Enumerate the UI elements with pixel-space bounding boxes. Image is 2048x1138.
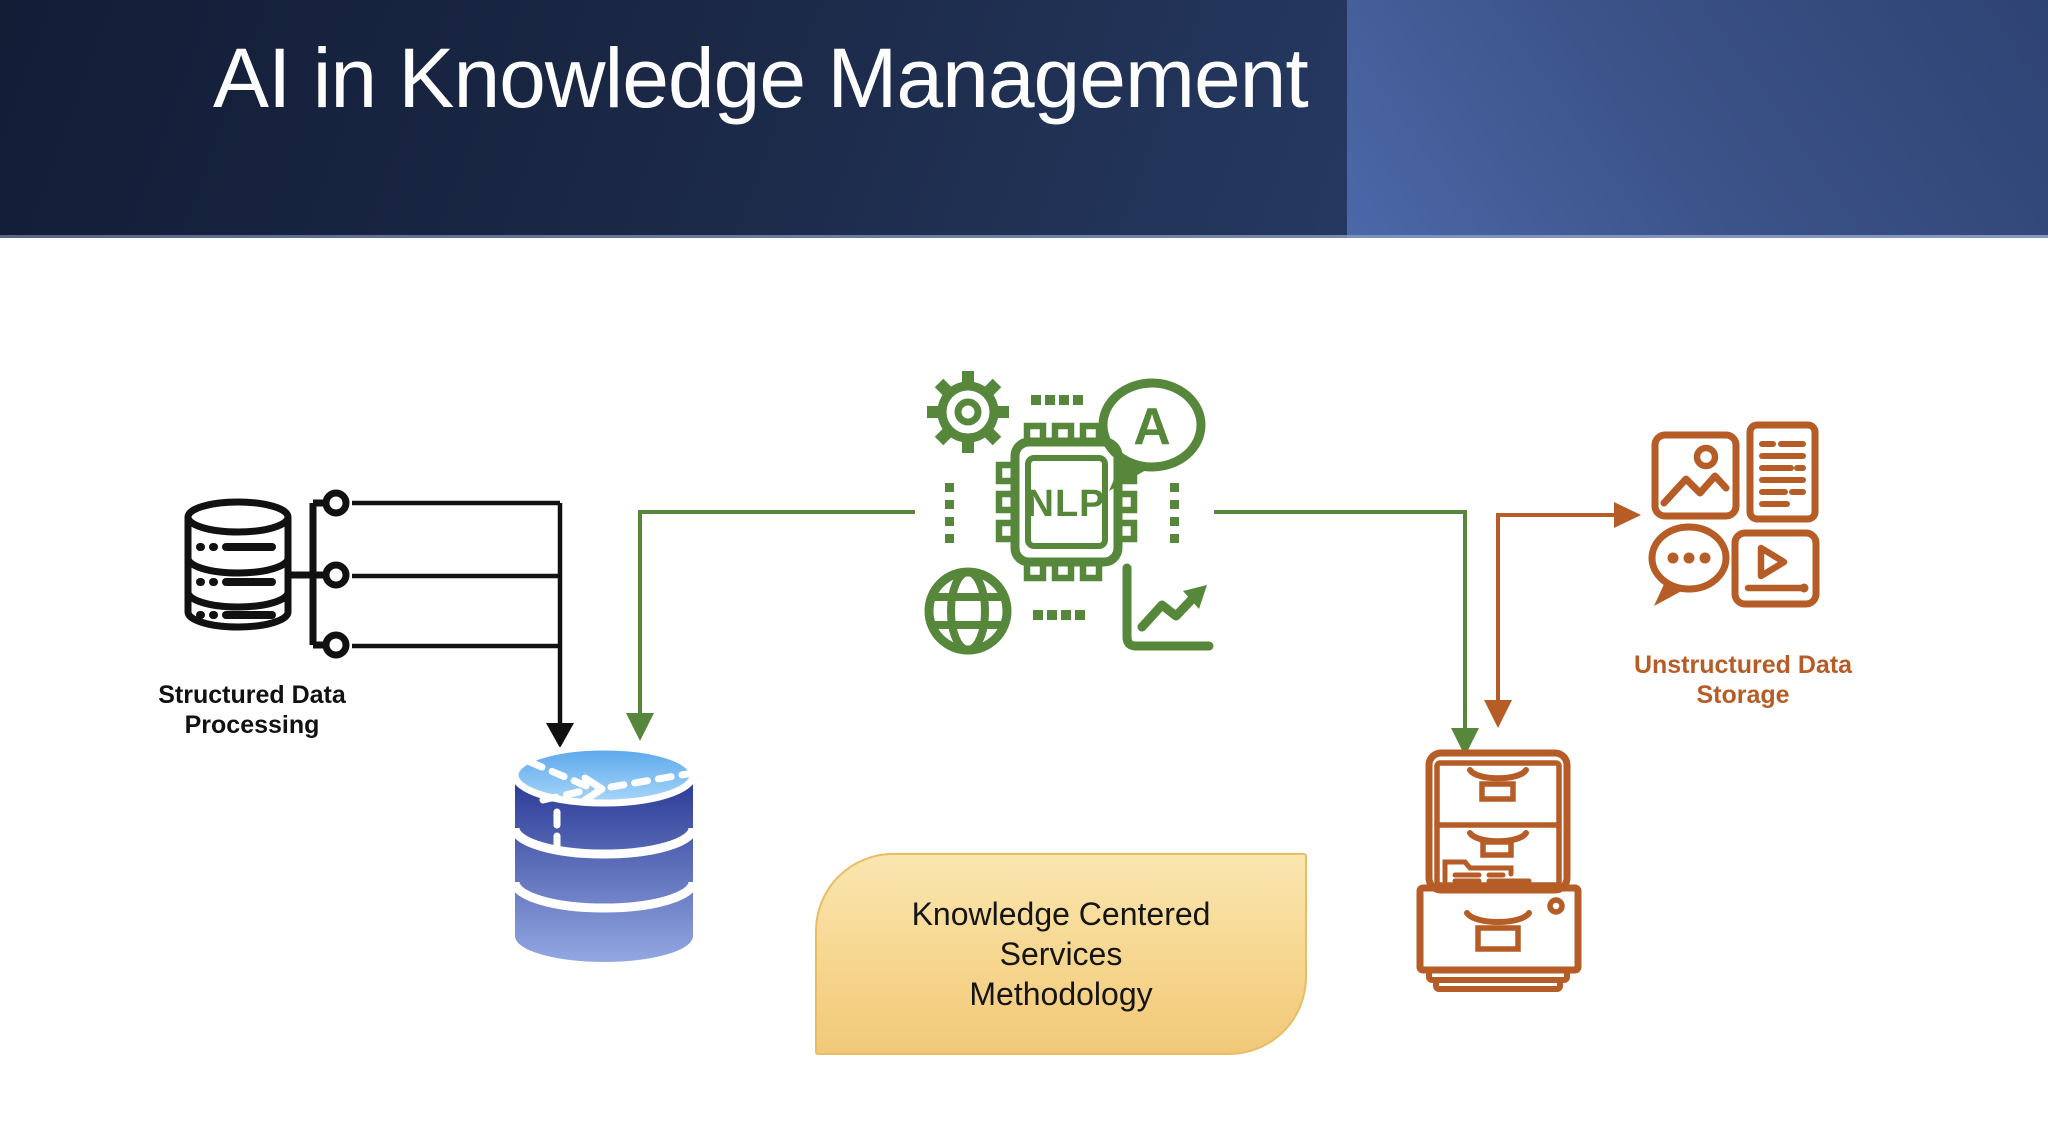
kcs-methodology-box: Knowledge Centered Services Methodology: [815, 853, 1307, 1055]
structured-data-label: Structured Data Processing: [133, 680, 371, 740]
arrowhead-down-icon: [1484, 700, 1512, 728]
cabinet-top-unit: [1425, 749, 1571, 894]
chat-bubble-icon: [1648, 523, 1730, 606]
file-cabinet-icon: [1416, 749, 1582, 992]
circuit-dots-bottom: [1033, 610, 1085, 620]
globe-icon: [924, 567, 1012, 655]
green-elbow-line: [1214, 510, 1467, 730]
cylinder-top: [511, 743, 697, 807]
arrowhead-down-icon: [626, 713, 654, 741]
database-detail-lines: [196, 543, 276, 619]
arrowhead-down-icon: [1451, 728, 1479, 756]
node-circle: [322, 561, 350, 589]
chip-label: NLP: [1027, 483, 1106, 525]
gear-icon: [927, 371, 1009, 453]
arrowhead-right-icon: [1614, 502, 1641, 528]
kcs-line: Knowledge Centered: [911, 896, 1211, 932]
unstructured-data-label: Unstructured Data Storage: [1625, 650, 1861, 710]
cabinet-base: [1426, 967, 1570, 992]
chip-pins: [995, 422, 1138, 582]
slide-title: AI in Knowledge Management: [213, 31, 1309, 125]
nlp-chip-icon: NLP: [995, 422, 1138, 582]
kcs-line: Methodology: [969, 976, 1153, 1012]
cylinder-band-gaps: [510, 827, 698, 913]
circuit-dots-right: [1170, 483, 1179, 543]
circuit-dots-left: [945, 483, 954, 543]
connector-bracket: [288, 489, 350, 659]
unstructured-data-icons: [1648, 421, 1820, 608]
image-icon: [1651, 431, 1740, 520]
green-elbow-line: [638, 510, 915, 715]
document-icon: [1746, 421, 1819, 523]
black-elbow-lines: [352, 500, 563, 725]
banner-accent-panel: [1347, 0, 2048, 238]
knowledge-database-icon: [510, 743, 698, 962]
circuit-dots-top: [1031, 395, 1083, 405]
bubble-letter: A: [1133, 398, 1171, 456]
connector-file-cabinet-to-unstructured: [1484, 502, 1641, 728]
database-cylinder: [184, 498, 292, 631]
label-line: Storage: [1696, 681, 1790, 709]
title-banner: AI in Knowledge Management: [0, 0, 2048, 238]
connector-structured-to-knowledge-base: [352, 500, 574, 748]
database-icon: [184, 489, 350, 659]
label-line: Unstructured Data: [1633, 651, 1853, 679]
connector-nlp-to-file-cabinet: [1214, 510, 1479, 756]
connector-nlp-to-knowledge-base: [626, 510, 915, 741]
orange-elbow-line: [1496, 513, 1616, 702]
cabinet-bottom-unit: [1416, 884, 1582, 974]
video-player-icon: [1731, 529, 1820, 608]
label-line: Structured Data: [158, 681, 346, 709]
node-circle: [322, 631, 350, 659]
nlp-engine-icon: A NLP: [924, 371, 1214, 655]
dashed-decoration: [526, 758, 691, 856]
node-circle: [322, 489, 350, 517]
trend-chart-icon: [1122, 563, 1214, 651]
folder-papers: [1442, 859, 1532, 884]
kcs-line: Services: [999, 936, 1123, 972]
label-line: Processing: [184, 711, 320, 739]
arrowhead-down-icon: [546, 723, 574, 748]
